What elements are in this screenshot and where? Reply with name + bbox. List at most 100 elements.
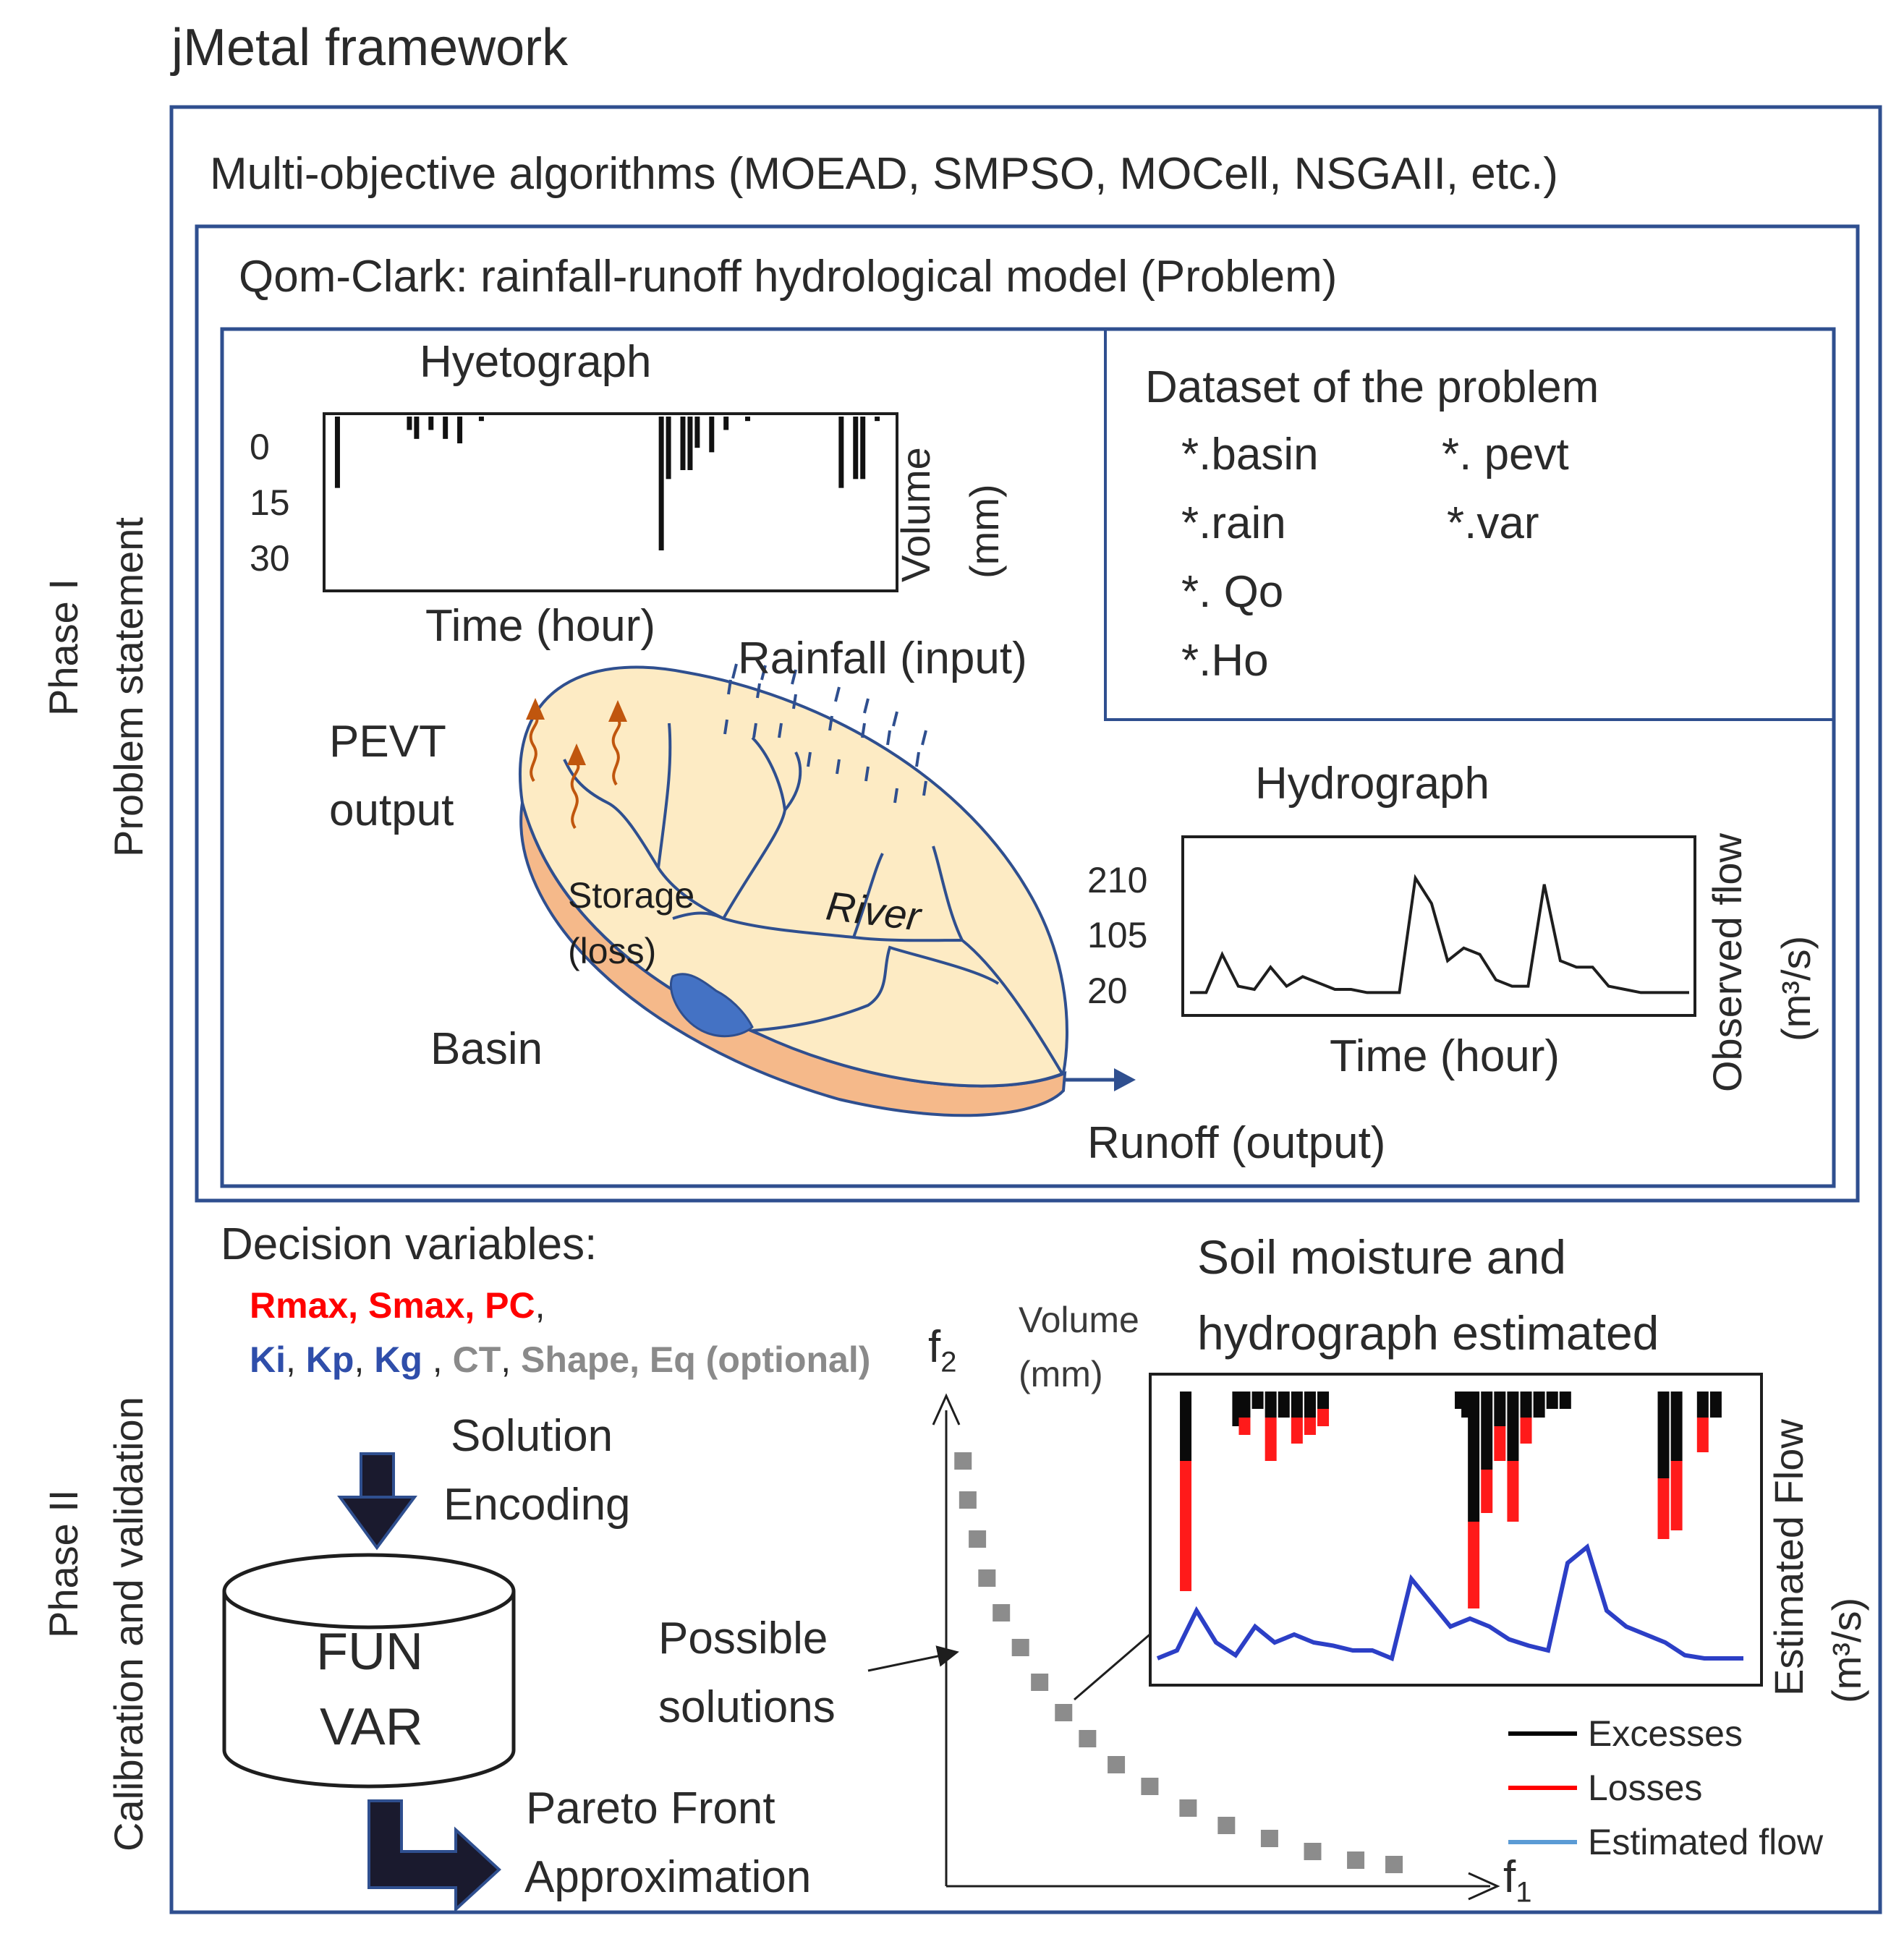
river-tributary (783, 751, 802, 811)
excess-bar (1546, 1392, 1558, 1409)
pareto-elbow-arrow (367, 1799, 501, 1913)
hydrograph-tick-105: 105 (1087, 915, 1148, 955)
excess-bar (1559, 1392, 1571, 1409)
pevt-label: PEVT (329, 717, 446, 767)
hyetograph-title: Hyetograph (420, 337, 652, 387)
river-tributary (563, 759, 660, 869)
hydrograph-xlabel: Time (hour) (1330, 1031, 1560, 1081)
loss-bar (1291, 1418, 1303, 1444)
hyetograph-tick-30: 30 (250, 538, 290, 579)
dataset-file-pevt: *. pevt (1442, 430, 1569, 480)
possible-solutions-pointer (867, 1645, 959, 1672)
river-tributary (752, 945, 1000, 1032)
legend-estimated-flow-label: Estimated flow (1588, 1822, 1824, 1862)
decision-sep: , (286, 1339, 306, 1380)
excess-bar (1251, 1392, 1264, 1409)
pareto-front-label: Pareto Front (526, 1784, 775, 1833)
hyetograph-plot-area (323, 412, 898, 592)
hyetograph-bar (457, 417, 463, 443)
hyetograph-bar (478, 417, 484, 422)
phase1-subtitle: Problem statement (106, 517, 151, 857)
pareto-point (1031, 1674, 1049, 1691)
dataset-file-var: *.var (1447, 498, 1539, 548)
loss-bar (1238, 1418, 1251, 1435)
hydrograph-ylabel-observed: Observed flow (1704, 833, 1750, 1092)
database-fun-label: FUN (316, 1623, 423, 1681)
runoff-arrow (1063, 1068, 1136, 1091)
hyetograph-ylabel-unit: (mm) (961, 484, 1007, 579)
hyetograph-bar (680, 417, 686, 470)
phase2-name: Phase II (41, 1489, 86, 1638)
pareto-point (1217, 1817, 1236, 1834)
loss-bar (1494, 1426, 1506, 1461)
excess-bar (1265, 1392, 1277, 1418)
excess-bar (1180, 1392, 1192, 1461)
hyetograph-bar (334, 417, 340, 488)
river-tributary (852, 853, 884, 938)
excess-bar (1507, 1392, 1519, 1461)
river-network (563, 723, 1063, 1075)
database-var-label: VAR (320, 1698, 423, 1756)
phase2-subtitle: Calibration and validation (106, 1397, 151, 1851)
hyetograph-bar (443, 417, 449, 439)
excess-bar (1696, 1392, 1709, 1418)
basin-illustration (518, 663, 1136, 1117)
pareto-point (1179, 1799, 1197, 1817)
excess-bar (1291, 1392, 1303, 1418)
f2-subscript: 2 (940, 1346, 957, 1378)
pareto-point (1141, 1778, 1159, 1795)
excess-bar (1304, 1392, 1316, 1418)
pareto-point (993, 1604, 1011, 1621)
approximation-label: Approximation (524, 1852, 812, 1902)
decision-sep: , (422, 1339, 453, 1380)
basin-label: Basin (430, 1024, 543, 1074)
dataset-file-ho: *.Ho (1181, 636, 1269, 686)
excess-bar (1494, 1392, 1506, 1426)
hyetograph-bars (334, 417, 880, 550)
pevt-arrows (526, 698, 627, 830)
hyetograph-bar (687, 417, 693, 470)
estimated-flow-line (1156, 1543, 1743, 1662)
dataset-file-basin: *.basin (1181, 430, 1319, 480)
hyetograph-bar (853, 417, 859, 480)
excess-bar (1317, 1392, 1330, 1409)
river-tributary (751, 736, 786, 811)
hyetograph-tick-0: 0 (250, 427, 270, 467)
loss-bar (1507, 1461, 1519, 1522)
loss-bar (1657, 1478, 1670, 1539)
storage-label: Storage (568, 875, 695, 916)
hyetograph-bar (666, 417, 671, 480)
hyetograph-bar (745, 417, 751, 422)
river-tributary (932, 845, 964, 941)
pareto-point (1055, 1704, 1073, 1721)
decision-variables-title: Decision variables: (221, 1219, 598, 1269)
pareto-point (1011, 1639, 1029, 1656)
pareto-point (969, 1530, 987, 1548)
loss-bar (1180, 1461, 1192, 1591)
hyetograph-bar (407, 417, 412, 430)
f1-axis-label: f1 (1503, 1855, 1531, 1907)
loss-bar (1468, 1522, 1480, 1608)
pareto-point (978, 1569, 996, 1587)
decision-var-kg: Kg (374, 1339, 422, 1380)
rain-dashes (723, 679, 927, 804)
estimate-volume-label: Volume (1019, 1300, 1139, 1340)
excess-bar (1278, 1392, 1290, 1418)
problem-title: Qom-Clark: rainfall-runoff hydrological … (239, 252, 1338, 302)
runoff-output-label: Runoff (output) (1087, 1118, 1386, 1168)
pareto-point (1108, 1756, 1126, 1773)
hyetograph-xlabel: Time (hour) (425, 601, 656, 651)
decision-red-vars: Rmax, Smax, PC (250, 1285, 535, 1326)
excess-bar (1670, 1392, 1683, 1461)
hyetograph-bar (723, 417, 729, 430)
hyetograph-bar (694, 417, 700, 448)
excess-bar (1533, 1392, 1545, 1418)
dataset-file-qo: *. Qo (1181, 567, 1284, 617)
estimated-flow-ylabel: Estimated Flow (1766, 1419, 1811, 1696)
decision-var-ki: Ki (250, 1339, 286, 1380)
hydrograph-title: Hydrograph (1255, 759, 1489, 809)
excess-bar (1468, 1392, 1480, 1522)
hydrograph-tick-20: 20 (1087, 971, 1128, 1011)
phase1-name: Phase I (41, 579, 86, 716)
pareto-point (1347, 1851, 1365, 1869)
